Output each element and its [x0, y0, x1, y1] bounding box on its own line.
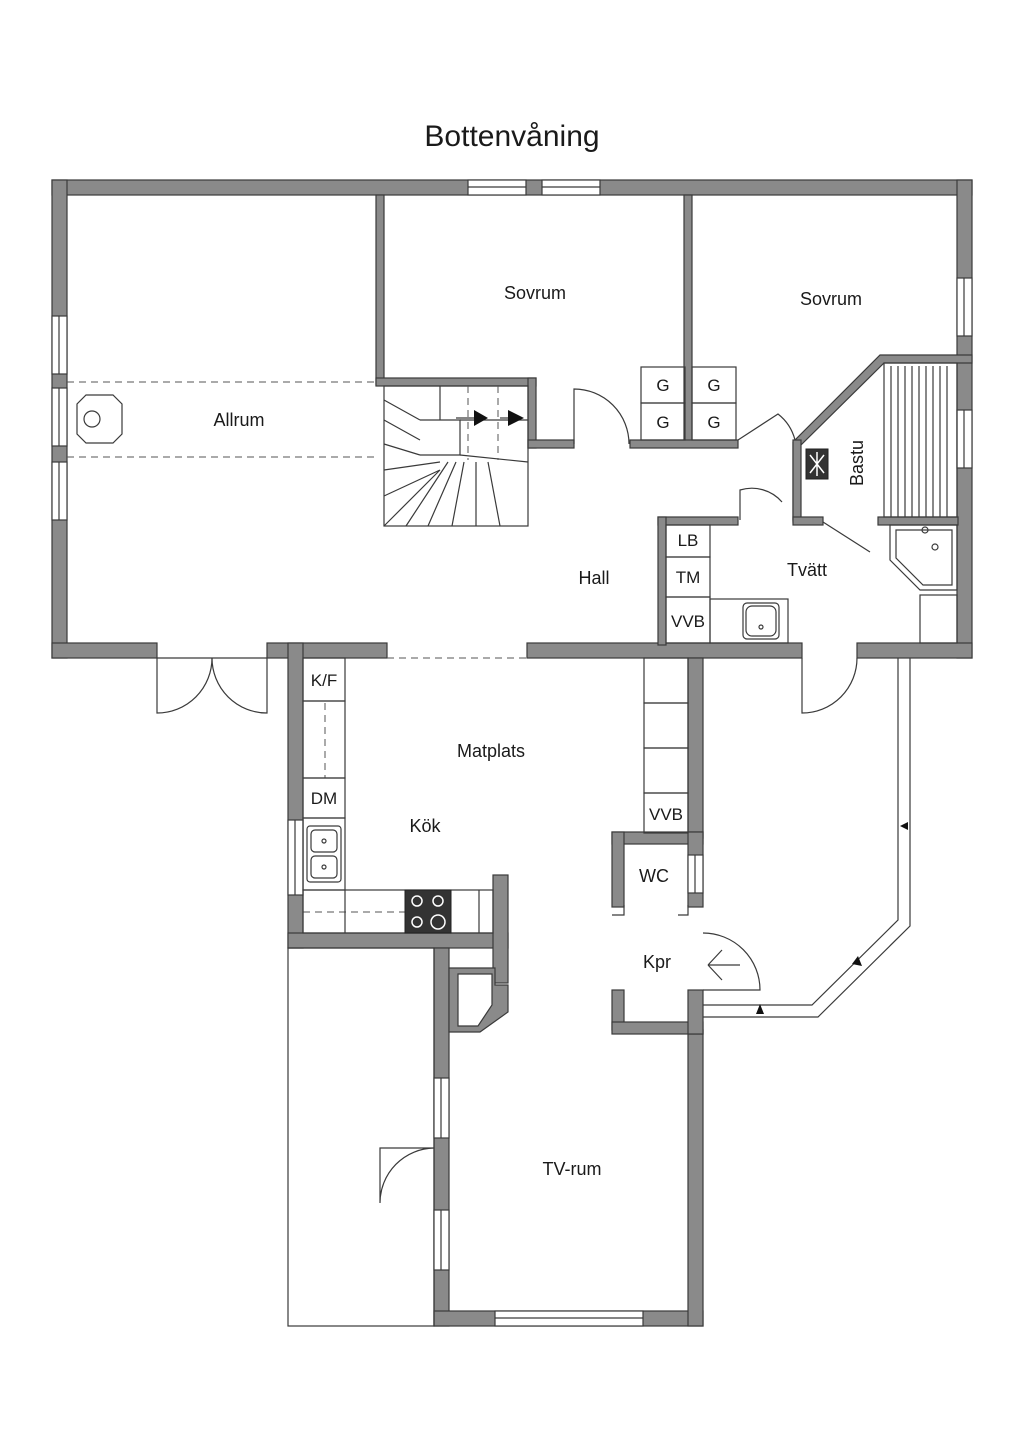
storage-outline [287, 947, 435, 1327]
fixture-label-tm: TM [676, 568, 701, 587]
laundry-fixtures [665, 524, 789, 644]
fixture-label-dm: DM [311, 789, 337, 808]
staircase [383, 385, 529, 527]
doors [156, 388, 871, 1204]
outdoor-path [703, 658, 911, 1018]
room-label-bastu: Bastu [847, 440, 867, 486]
wardrobe-label-2: G [707, 376, 720, 395]
interior-walls [375, 194, 973, 646]
sauna-heater-icon [805, 448, 829, 480]
chimney [448, 967, 509, 1033]
room-labels: Allrum Sovrum Sovrum Hall Bastu Tvätt Ma… [213, 283, 867, 1179]
room-label-matplats: Matplats [457, 741, 525, 761]
fixture-labels: G G G G LB TM VVB K/F DM VVB [311, 376, 721, 824]
wardrobe-label-1: G [656, 376, 669, 395]
room-label-sovrum-2: Sovrum [800, 289, 862, 309]
wardrobes [640, 366, 737, 441]
room-label-wc: WC [639, 866, 669, 886]
fixture-label-vvb-laundry: VVB [671, 612, 705, 631]
hall-cabinets [643, 657, 689, 834]
room-label-tv-rum: TV-rum [542, 1159, 601, 1179]
room-label-tvatt: Tvätt [787, 560, 827, 580]
room-label-allrum: Allrum [213, 410, 264, 430]
fixture-label-lb: LB [678, 531, 699, 550]
kitchen-fixtures [302, 657, 494, 934]
room-label-kok: Kök [409, 816, 441, 836]
sauna-bench [883, 362, 958, 518]
room-label-sovrum-1: Sovrum [504, 283, 566, 303]
windows [51, 179, 973, 1327]
fixture-label-kf: K/F [311, 671, 337, 690]
dashed-lines [67, 381, 527, 913]
fixture-label-vvb-hall: VVB [649, 805, 683, 824]
room-label-kpr: Kpr [643, 952, 671, 972]
fireplace-icon [76, 394, 123, 444]
wardrobe-label-3: G [656, 413, 669, 432]
room-label-hall: Hall [578, 568, 609, 588]
shower-icon [889, 524, 958, 644]
wardrobe-label-4: G [707, 413, 720, 432]
plan-title: Bottenvåning [424, 120, 599, 153]
